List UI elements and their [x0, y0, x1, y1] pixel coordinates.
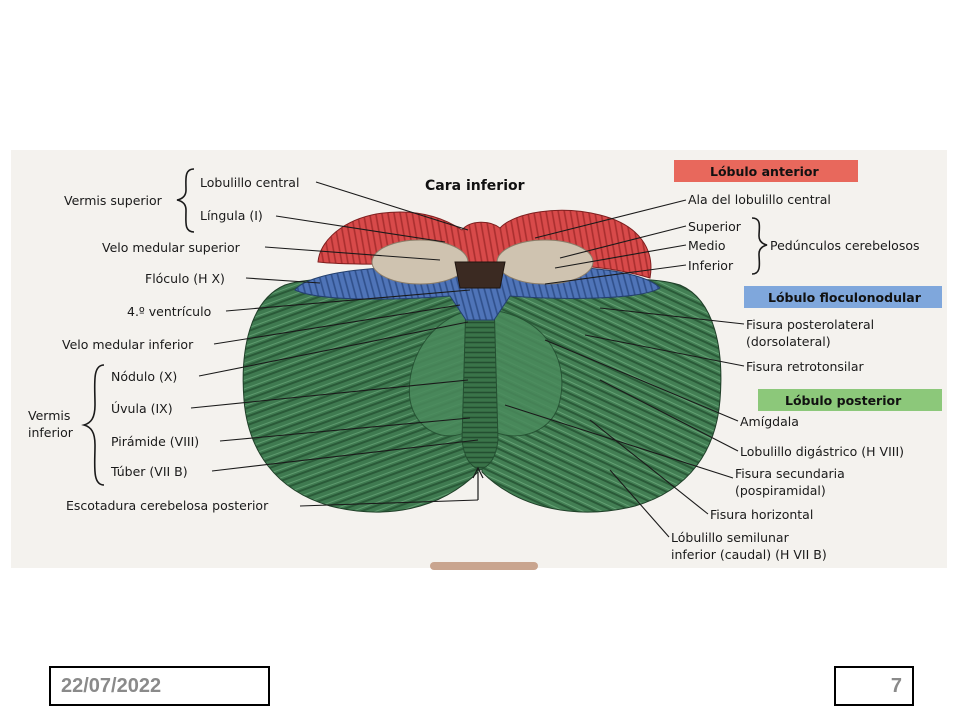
label-lobulillo-digastrico: Lobulillo digástrico (H VIII) [740, 444, 904, 459]
bar-lobulo-floculonodular-label: Lóbulo floculonodular [768, 290, 922, 305]
tonsil-right [489, 309, 563, 437]
label-fisura-posterolateral-2: (dorsolateral) [746, 334, 831, 349]
label-fisura-posterolateral-1: Fisura posterolateral [746, 317, 874, 332]
label-fisura-retrotonsilar: Fisura retrotonsilar [746, 359, 865, 374]
label-lingula: Língula (I) [200, 208, 263, 223]
cerebellum-illustration [242, 209, 722, 513]
footer-date: 22/07/2022 [61, 674, 162, 697]
label-tuber: Túber (VII B) [110, 464, 188, 479]
label-escotadura: Escotadura cerebelosa posterior [66, 498, 269, 513]
bar-lobulo-posterior [758, 389, 942, 411]
peduncle-right [496, 239, 594, 285]
brace-vermis-inferior [81, 364, 105, 486]
label-vermis-inferior-1: Vermis [28, 408, 70, 423]
label-fisura-secundaria-1: Fisura secundaria [735, 466, 845, 481]
label-nodulo: Nódulo (X) [111, 369, 177, 384]
left-leader-lines [190, 181, 484, 507]
bar-lobulo-anterior [674, 160, 858, 182]
label-uvula: Úvula (IX) [111, 401, 173, 416]
notch-arrow [472, 466, 484, 500]
page-number: 7 [890, 674, 902, 697]
label-amigdala: Amígdala [740, 414, 799, 429]
label-piramide: Pirámide (VIII) [111, 434, 199, 449]
brace-vermis-superior [176, 168, 195, 233]
label-superior: Superior [688, 219, 742, 234]
label-fisura-secundaria-2: (pospiramidal) [735, 483, 826, 498]
label-velo-medular-superior: Velo medular superior [102, 240, 241, 255]
peduncle-left [371, 239, 469, 285]
right-leader-lines [504, 199, 745, 538]
label-floculo: Flóculo (H X) [145, 271, 225, 286]
bar-lobulo-anterior-label: Lóbulo anterior [710, 164, 819, 179]
label-vermis-inferior-2: inferior [28, 425, 74, 440]
label-pedunculos: Pedúnculos cerebelosos [770, 238, 920, 253]
label-ala-lobulillo-central: Ala del lobulillo central [688, 192, 831, 207]
figure-title: Cara inferior [425, 178, 525, 194]
inferior-vermis [461, 299, 499, 471]
label-medio: Medio [688, 238, 726, 253]
label-vermis-superior: Vermis superior [64, 193, 163, 208]
label-fisura-horizontal: Fisura horizontal [710, 507, 813, 522]
label-velo-medular-inferior: Velo medular inferior [62, 337, 194, 352]
bar-lobulo-posterior-label: Lóbulo posterior [785, 393, 902, 408]
label-lobulillo-semilunar-1: Lóbulillo semilunar [671, 530, 790, 545]
label-lobulillo-semilunar-2: inferior (caudal) (H VII B) [671, 547, 827, 562]
label-cuarto-ventriculo: 4.º ventrículo [127, 304, 211, 319]
fourth-ventricle [454, 261, 506, 289]
label-inferior: Inferior [688, 258, 734, 273]
footer-date-box: 22/07/2022 [49, 666, 270, 706]
figure-bottom-fragment [430, 562, 538, 570]
bar-lobulo-floculonodular [744, 286, 942, 308]
footer-page-box: 7 [834, 666, 914, 706]
brace-pedunculos [751, 217, 768, 275]
tonsil-left [408, 309, 471, 437]
label-lobulillo-central: Lobulillo central [200, 175, 299, 190]
